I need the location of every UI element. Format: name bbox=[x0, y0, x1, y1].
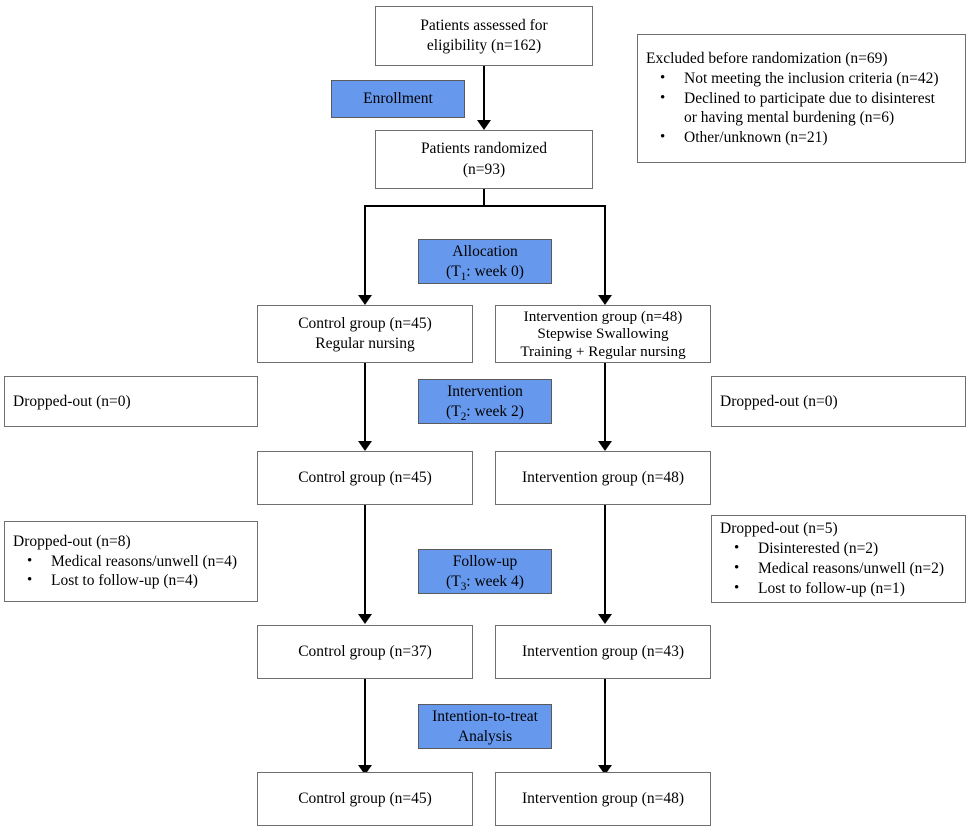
node-intervention-group-itt: Intervention group (n=48) bbox=[495, 772, 711, 826]
bullet-icon: • bbox=[660, 69, 666, 86]
dropout-item-text: Disinterested (n=2) bbox=[758, 540, 879, 558]
arrowhead-control-t2 bbox=[358, 441, 372, 451]
bullet-icon: • bbox=[734, 540, 740, 557]
bullet-icon: • bbox=[734, 579, 740, 596]
bullet-icon: • bbox=[734, 560, 740, 576]
node-patients-assessed-line1: Patients assessed for bbox=[420, 16, 548, 34]
stage-followup: Follow-up (T3: week 4) bbox=[418, 549, 552, 594]
node-patients-randomized: Patients randomized (n=93) bbox=[375, 130, 593, 189]
excluded-item-text: Other/unknown (n=21) bbox=[684, 129, 828, 147]
arrowhead-control-itt bbox=[358, 765, 372, 775]
connector-control-t2-to-t3 bbox=[364, 505, 366, 618]
node-patients-assessed-line2: eligibility (n=162) bbox=[426, 37, 542, 54]
arrowhead-intervention-itt bbox=[598, 765, 612, 775]
node-control-group-t3: Control group (n=37) bbox=[257, 625, 473, 679]
stage-allocation-label: Allocation bbox=[452, 242, 518, 260]
dropout-item: • Disinterested (n=2) bbox=[712, 539, 965, 559]
box-dropout-intervention-t3: Dropped-out (n=5) • Disinterested (n=2) … bbox=[711, 515, 966, 603]
stage-intention-to-treat: Intention-to-treat Analysis bbox=[418, 704, 552, 749]
node-patients-randomized-line1: Patients randomized bbox=[420, 140, 548, 158]
excluded-heading: Excluded before randomization (n=69) bbox=[646, 49, 888, 67]
dropout-control-t3-list: • Medical reasons/unwell (n=4) • Lost to… bbox=[5, 552, 257, 592]
node-intervention-group-allocation: Intervention group (n=48) Stepwise Swall… bbox=[495, 305, 711, 363]
connector-branch-horizontal bbox=[365, 205, 605, 207]
bullet-icon: • bbox=[660, 89, 666, 106]
dropout-item-text: Lost to follow-up (n=1) bbox=[758, 579, 905, 597]
dropout-item-text: Medical reasons/unwell (n=4) bbox=[51, 552, 238, 570]
node-control-t2-line1: Control group (n=45) bbox=[298, 468, 432, 486]
node-intervention-group-t2: Intervention group (n=48) bbox=[495, 451, 711, 505]
dropout-item: • Lost to follow-up (n=1) bbox=[712, 579, 965, 599]
dropout-item-text: Lost to follow-up (n=4) bbox=[51, 572, 198, 590]
excluded-item: • Other/unknown (n=21) bbox=[638, 128, 965, 148]
dropout-item: • Medical reasons/unwell (n=4) bbox=[5, 552, 257, 572]
arrowhead-control-t3 bbox=[358, 614, 372, 624]
connector-intervention-t2-to-t3 bbox=[604, 505, 606, 618]
box-excluded-before-randomization: Excluded before randomization (n=69) • N… bbox=[637, 34, 966, 163]
arrowhead-to-intervention-alloc bbox=[598, 295, 612, 305]
bullet-icon: • bbox=[660, 129, 666, 146]
dropout-item-text: Medical reasons/unwell (n=2) bbox=[758, 560, 945, 577]
node-control-alloc-line1: Control group (n=45) bbox=[298, 314, 432, 332]
stage-intervention: Intervention (T2: week 2) bbox=[418, 379, 552, 424]
stage-followup-label: Follow-up bbox=[452, 552, 518, 570]
node-intervention-t3-line1: Intervention group (n=43) bbox=[522, 642, 684, 660]
node-intervention-alloc-line1: Intervention group (n=48) bbox=[523, 308, 683, 325]
connector-assessed-to-randomized bbox=[483, 66, 485, 124]
box-dropout-control-t2: Dropped-out (n=0) bbox=[4, 376, 258, 427]
bullet-icon: • bbox=[27, 552, 33, 569]
node-intervention-group-t3: Intervention group (n=43) bbox=[495, 625, 711, 679]
node-control-t3-line1: Control group (n=37) bbox=[298, 642, 432, 660]
stage-enrollment: Enrollment bbox=[331, 80, 465, 118]
dropout-item: • Lost to follow-up (n=4) bbox=[5, 571, 257, 591]
connector-intervention-t3-to-itt bbox=[604, 679, 606, 769]
arrowhead-intervention-t3 bbox=[598, 614, 612, 624]
node-intervention-itt-line1: Intervention group (n=48) bbox=[522, 789, 684, 807]
excluded-item: • Not meeting the inclusion criteria (n=… bbox=[638, 69, 965, 89]
dropout-item: • Medical reasons/unwell (n=2) bbox=[712, 559, 965, 579]
node-patients-randomized-line2: (n=93) bbox=[462, 160, 506, 178]
dropout-control-t3-heading: Dropped-out (n=8) bbox=[13, 532, 131, 550]
node-control-group-t2: Control group (n=45) bbox=[257, 451, 473, 505]
node-intervention-t2-line1: Intervention group (n=48) bbox=[522, 468, 684, 486]
node-control-group-itt: Control group (n=45) bbox=[257, 772, 473, 826]
bullet-icon: • bbox=[27, 572, 33, 589]
excluded-item-text: Declined to participate due to disintere… bbox=[684, 89, 935, 107]
stage-followup-timepoint: (T3: week 4) bbox=[446, 572, 524, 593]
dropout-intervention-t2-heading: Dropped-out (n=0) bbox=[720, 392, 838, 410]
box-dropout-intervention-t2: Dropped-out (n=0) bbox=[711, 376, 966, 427]
excluded-item-text-cont: or having mental burdening (n=6) bbox=[684, 109, 895, 127]
stage-allocation-timepoint: (T1: week 0) bbox=[446, 262, 524, 283]
node-intervention-alloc-line3: Training + Regular nursing bbox=[520, 342, 686, 360]
excluded-item-text: Not meeting the inclusion criteria (n=42… bbox=[684, 69, 939, 87]
stage-intervention-label: Intervention bbox=[447, 382, 523, 400]
connector-intervention-alloc-to-t2 bbox=[604, 363, 606, 445]
arrowhead-intervention-t2 bbox=[598, 441, 612, 451]
box-dropout-control-t3: Dropped-out (n=8) • Medical reasons/unwe… bbox=[4, 521, 258, 602]
node-control-alloc-line2: Regular nursing bbox=[315, 335, 415, 352]
connector-randomized-stem bbox=[483, 189, 485, 207]
stage-itt-line1: Intention-to-treat bbox=[432, 707, 538, 725]
excluded-list: • Not meeting the inclusion criteria (n=… bbox=[638, 69, 965, 148]
connector-branch-left bbox=[364, 205, 366, 299]
node-intervention-alloc-line2: Stepwise Swallowing bbox=[537, 325, 669, 343]
stage-enrollment-label: Enrollment bbox=[363, 90, 433, 108]
excluded-item: • Declined to participate due to disinte… bbox=[638, 89, 965, 129]
dropout-control-t2-heading: Dropped-out (n=0) bbox=[13, 392, 131, 410]
node-control-itt-line1: Control group (n=45) bbox=[298, 789, 432, 807]
connector-control-alloc-to-t2 bbox=[364, 363, 366, 445]
arrowhead-to-randomized bbox=[477, 120, 491, 130]
node-control-group-allocation: Control group (n=45) Regular nursing bbox=[257, 305, 473, 363]
connector-control-t3-to-itt bbox=[364, 679, 366, 769]
stage-intervention-timepoint: (T2: week 2) bbox=[446, 402, 524, 423]
stage-itt-line2: Analysis bbox=[457, 727, 513, 745]
arrowhead-to-control-alloc bbox=[358, 295, 372, 305]
stage-allocation: Allocation (T1: week 0) bbox=[418, 239, 552, 284]
dropout-intervention-t3-list: • Disinterested (n=2) • Medical reasons/… bbox=[712, 539, 965, 598]
connector-branch-right bbox=[604, 205, 606, 299]
node-patients-assessed: Patients assessed for eligibility (n=162… bbox=[375, 6, 593, 66]
dropout-intervention-t3-heading: Dropped-out (n=5) bbox=[720, 520, 838, 538]
